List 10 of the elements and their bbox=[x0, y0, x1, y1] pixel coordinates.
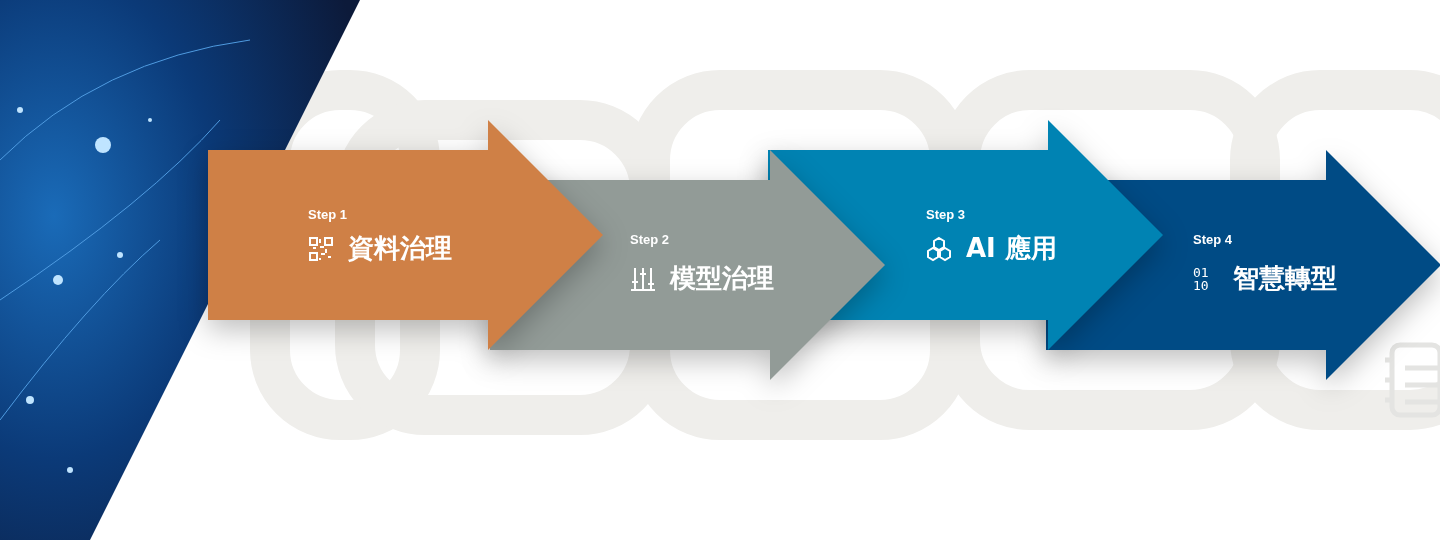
step-label: Step 1 bbox=[308, 207, 347, 222]
step-label: Step 3 bbox=[926, 207, 965, 222]
step-label: Step 2 bbox=[630, 232, 669, 247]
step-title: 資料治理 bbox=[348, 233, 452, 263]
step-title: 模型治理 bbox=[670, 263, 774, 293]
step-title: 智慧轉型 bbox=[1233, 263, 1337, 293]
step-label: Step 4 bbox=[1193, 232, 1232, 247]
arrow-shape bbox=[208, 120, 603, 350]
binary-icon: 01 10 bbox=[1193, 266, 1211, 292]
step-title: AI 應用 bbox=[966, 233, 1057, 263]
